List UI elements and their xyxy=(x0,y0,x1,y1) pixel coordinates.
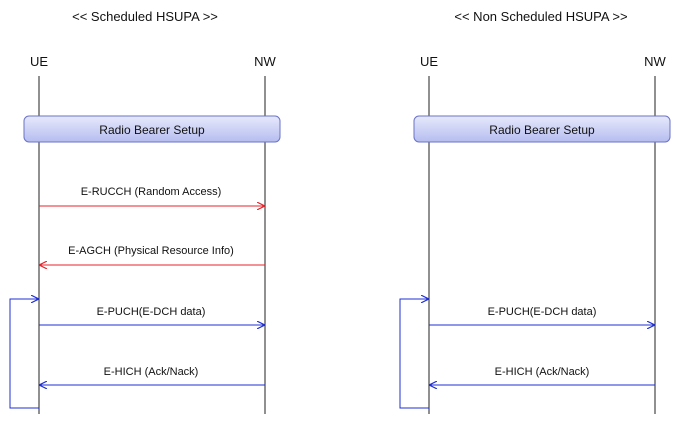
message-label-e-agch: E-AGCH (Physical Resource Info) xyxy=(68,245,234,257)
radio-bearer-setup-label: Radio Bearer Setup xyxy=(99,123,205,137)
ue-label: UE xyxy=(420,54,438,69)
message-label-e-hich: E-HICH (Ack/Nack) xyxy=(495,366,590,378)
scheduled-hsupa-diagram: << Scheduled HSUPA >> UE NW Radio Bearer… xyxy=(9,9,281,414)
radio-bearer-setup-label: Radio Bearer Setup xyxy=(489,123,595,137)
radio-bearer-setup-box xyxy=(23,115,281,143)
message-label-e-puch: E-PUCH(E-DCH data) xyxy=(97,306,206,318)
message-label-e-puch: E-PUCH(E-DCH data) xyxy=(488,306,597,318)
message-label-e-hich: E-HICH (Ack/Nack) xyxy=(104,366,199,378)
diagram-title: << Scheduled HSUPA >> xyxy=(72,9,218,24)
nw-label: NW xyxy=(254,54,276,69)
ue-label: UE xyxy=(30,54,48,69)
message-label-e-rucch: E-RUCCH (Random Access) xyxy=(81,186,222,198)
diagram-title: << Non Scheduled HSUPA >> xyxy=(454,9,627,24)
non-scheduled-hsupa-diagram: << Non Scheduled HSUPA >> UE NW Radio Be… xyxy=(399,9,671,414)
repeat-loop-arrow xyxy=(399,299,429,409)
radio-bearer-setup-box xyxy=(413,115,671,143)
nw-label: NW xyxy=(644,54,666,69)
repeat-loop-arrow xyxy=(9,299,39,409)
